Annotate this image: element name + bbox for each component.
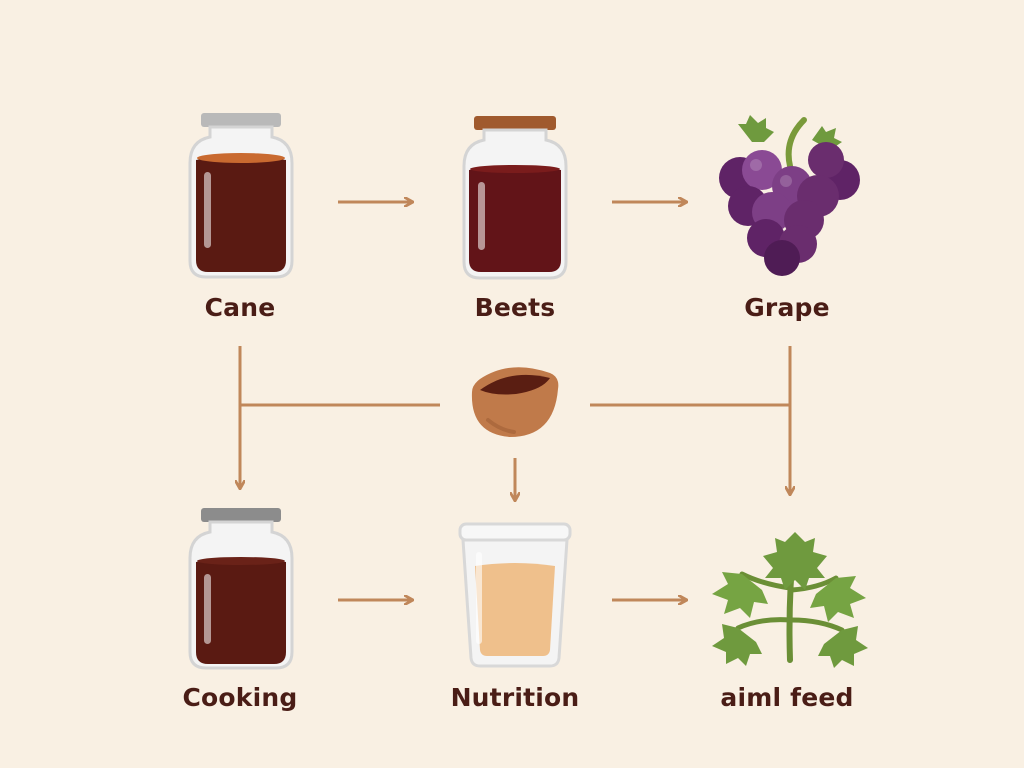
grape-bunch-icon — [719, 115, 860, 276]
cane-jar-icon — [188, 113, 294, 279]
wooden-bowl-icon — [471, 367, 559, 437]
leaf-plant-icon — [712, 532, 868, 668]
label-grape: Grape — [744, 293, 830, 322]
label-cane: Cane — [204, 293, 276, 322]
label-beets: Beets — [474, 293, 556, 322]
label-aiml-feed: aiml feed — [720, 683, 854, 712]
cooking-jar-icon — [188, 508, 294, 670]
label-nutrition: Nutrition — [450, 683, 580, 712]
beets-jar-icon — [462, 116, 568, 280]
nutrition-glass-icon — [458, 522, 572, 668]
label-cooking: Cooking — [182, 683, 298, 712]
